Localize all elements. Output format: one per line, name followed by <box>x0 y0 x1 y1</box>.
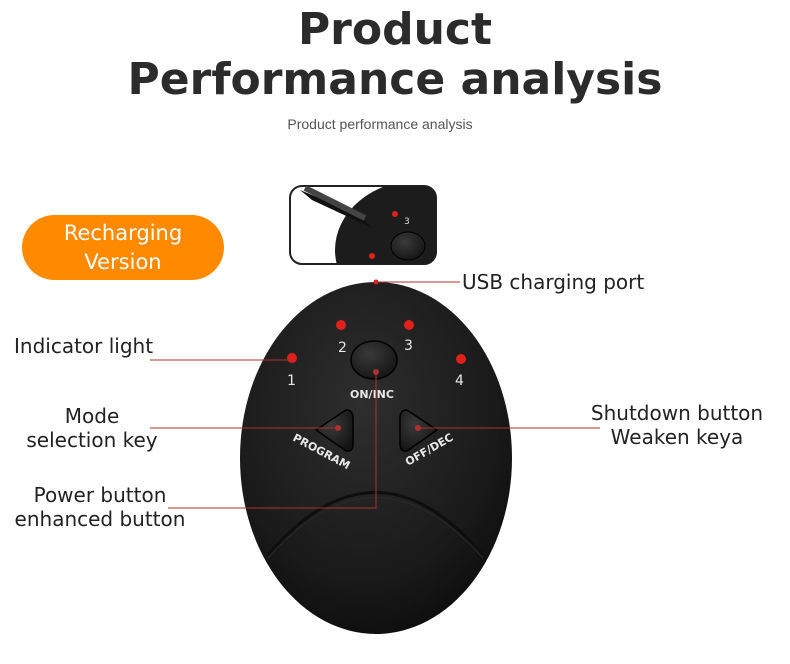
usb-charging-port-label: USB charging port <box>462 270 645 294</box>
inset-led-2 <box>369 253 375 259</box>
inset-led <box>392 211 398 217</box>
page-title-line1: Product <box>297 4 493 55</box>
indicator-number-1: 1 <box>287 373 296 389</box>
indicator-number-2: 2 <box>338 340 347 356</box>
power-leader-line <box>168 372 377 509</box>
power-label-line2: enhanced button <box>14 507 186 531</box>
shutdown-label-line1: Shutdown button <box>590 401 764 425</box>
indicator-led-3 <box>404 320 414 330</box>
program-button[interactable] <box>315 409 354 452</box>
power-button-label: Power button enhanced button <box>0 483 200 531</box>
badge-line1: Recharging <box>63 221 183 245</box>
shutdown-button-label: Shutdown button Weaken keya <box>570 401 784 449</box>
inset-indicator-number: 3 <box>404 217 410 227</box>
indicator-led-1 <box>287 353 297 363</box>
usb-port-inset <box>289 185 437 265</box>
indicator-number-3: 3 <box>404 338 413 354</box>
indicator-light-label: Indicator light <box>14 334 154 358</box>
page-title-line2: Performance analysis <box>127 54 663 105</box>
shutdown-label-line2: Weaken keya <box>610 425 744 449</box>
indicator-led-2 <box>336 320 346 330</box>
on-inc-button[interactable] <box>350 340 398 380</box>
mode-selection-key-label: Mode selection key <box>6 404 178 452</box>
on-inc-label: ON/INC <box>350 388 394 401</box>
recharging-version-badge: Recharging Version <box>22 215 224 280</box>
power-label-line1: Power button <box>33 483 167 507</box>
page-subtitle: Product performance analysis <box>287 116 473 132</box>
indicator-number-4: 4 <box>455 373 464 389</box>
mode-label-line2: selection key <box>26 428 158 452</box>
badge-line2: Version <box>84 250 162 274</box>
indicator-led-4 <box>456 354 466 364</box>
mode-label-line1: Mode <box>64 404 120 428</box>
